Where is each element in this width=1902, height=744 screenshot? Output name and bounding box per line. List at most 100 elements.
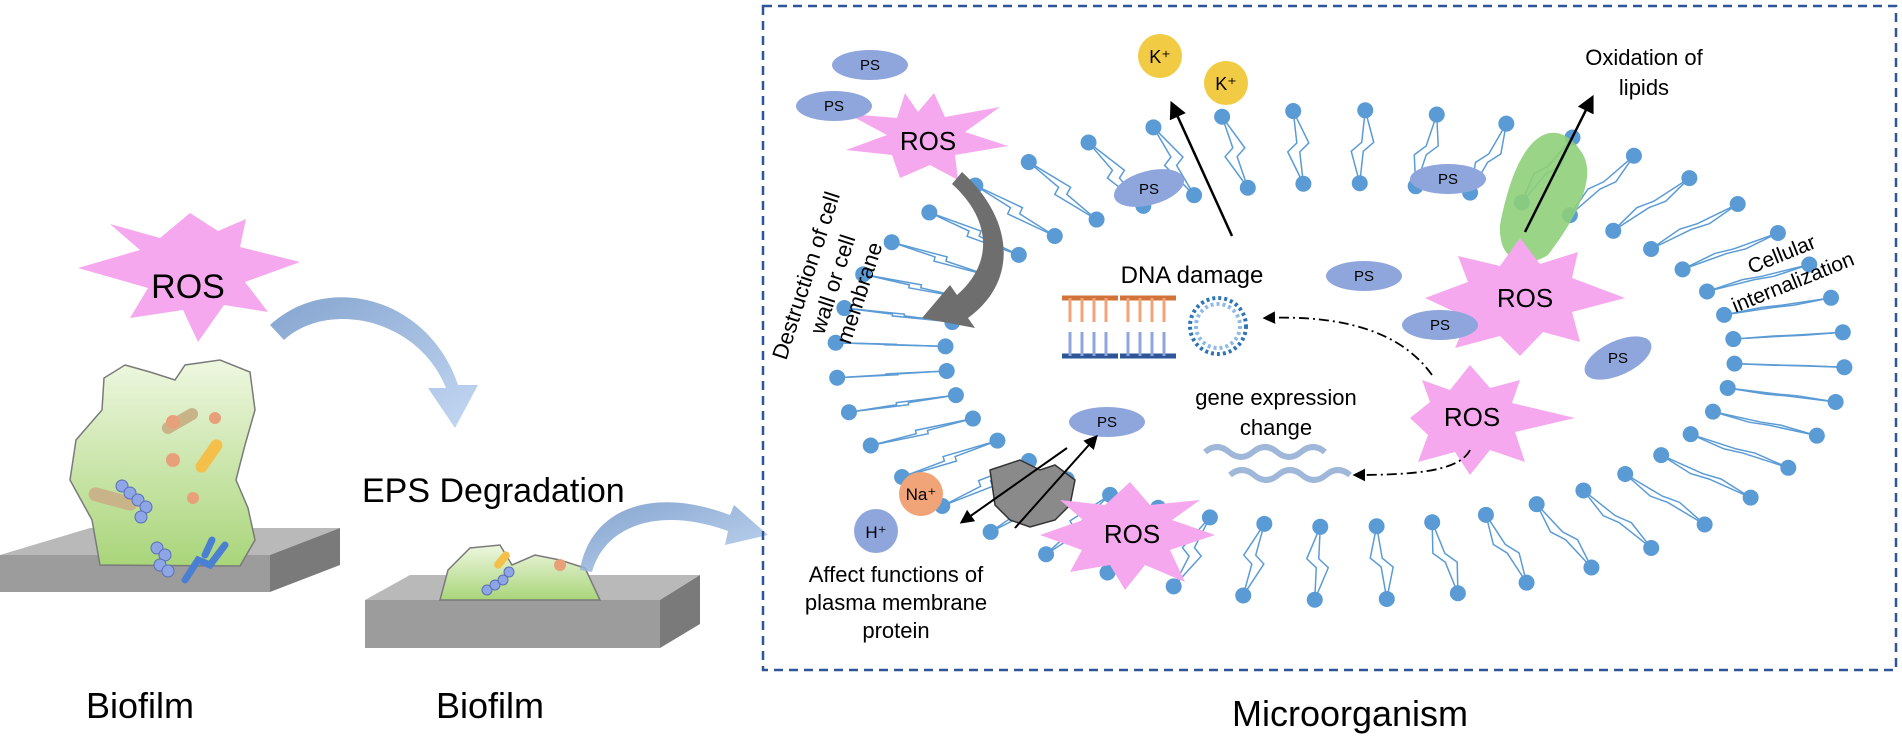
lipid-molecule — [862, 410, 981, 454]
ros-label-bottom: ROS — [1104, 519, 1160, 549]
ps-particle: PS — [1410, 164, 1486, 194]
microorganism-title: Microorganism — [1232, 693, 1468, 734]
ros-burst-bottom: ROS — [1040, 482, 1215, 590]
lipid-head-inner — [1653, 447, 1670, 464]
lipid-head-outer — [1729, 196, 1746, 213]
ps-particle: PS — [1584, 336, 1652, 380]
lipid-head-outer — [840, 404, 857, 421]
biofilm-matrix-1 — [69, 359, 256, 567]
lipid-head-inner — [1201, 509, 1218, 526]
svg-text:Na⁺: Na⁺ — [906, 485, 937, 504]
lipid-molecule — [1020, 154, 1105, 228]
lipid-head-outer — [883, 234, 900, 251]
lipid-head-inner — [947, 387, 964, 404]
lipid-head-outer — [1836, 359, 1853, 376]
svg-text:PS: PS — [1430, 317, 1450, 334]
lipid-molecule — [1285, 103, 1312, 192]
lipid-head-outer — [921, 204, 938, 221]
ps-particle: PS — [1326, 261, 1402, 291]
lipid-molecule — [1214, 108, 1256, 196]
lipid-head-outer — [855, 266, 872, 283]
lipid-head-outer — [1769, 225, 1786, 242]
lipid-head-inner — [1719, 379, 1736, 396]
lipid-head-inner — [1351, 175, 1368, 192]
ps-particle: PS — [796, 91, 872, 121]
biofilm-label-1: Biofilm — [86, 685, 194, 726]
mrna-strands — [1203, 444, 1352, 483]
lipid-molecule — [967, 177, 1063, 245]
lipid-head-outer — [1099, 564, 1116, 581]
lipid-head-outer — [1742, 489, 1759, 506]
lipid-molecule — [1350, 102, 1375, 192]
ros-burst-top-left: ROS — [846, 93, 1008, 180]
lipid-head-inner — [1674, 261, 1691, 278]
lipid-head-inner — [1256, 515, 1273, 532]
na-ion: Na⁺ — [899, 472, 943, 516]
lipid-molecule — [1575, 482, 1660, 556]
ps-internalization-arrow — [1014, 434, 1098, 529]
lipid-molecule — [1716, 289, 1840, 323]
h-ion: H⁺ — [854, 509, 898, 553]
affect-functions-label-2: plasma membrane — [805, 590, 987, 615]
svg-text:PS: PS — [1354, 268, 1374, 285]
k-ion: K⁺ — [1138, 34, 1182, 78]
svg-text:PS: PS — [1139, 181, 1159, 198]
k-ion: K⁺ — [1204, 61, 1248, 105]
lipid-molecule — [1145, 119, 1203, 204]
ros-label-top-left: ROS — [900, 126, 956, 156]
lipid-head-inner — [1239, 179, 1256, 196]
ps-particle: PS — [1113, 169, 1185, 207]
ros-burst-center-right: ROS — [1410, 365, 1575, 475]
destruction-arrow — [922, 172, 1004, 328]
biofilm-label-2: Biofilm — [436, 685, 544, 726]
lipid-head-outer — [1681, 170, 1698, 187]
lipid-head-inner — [1704, 403, 1721, 420]
lipid-head-inner — [1424, 514, 1441, 531]
lipid-molecule — [1605, 170, 1698, 239]
lipid-head-outer — [1165, 578, 1182, 595]
lipid-head-inner — [1186, 187, 1203, 204]
ros-burst-left: ROS — [78, 213, 300, 342]
cell-membrane — [827, 102, 1853, 608]
oxidation-label-2: lipids — [1619, 75, 1669, 100]
lipid-head-outer — [982, 523, 999, 540]
lipid-head-outer — [1827, 393, 1844, 410]
lipid-head-inner — [1046, 228, 1063, 245]
gene-expression-label-2: change — [1240, 415, 1312, 440]
lipid-head-outer — [1449, 585, 1466, 602]
lipid-head-outer — [1834, 324, 1851, 341]
lipid-head-outer — [1306, 591, 1323, 608]
ros-dna-arrow — [1262, 311, 1433, 376]
lipid-head-outer — [1808, 427, 1825, 444]
svg-text:PS: PS — [1438, 171, 1458, 188]
lipid-molecule — [1617, 465, 1713, 533]
lipid-head-inner — [964, 410, 981, 427]
gene-expression-label-1: gene expression — [1195, 385, 1356, 410]
curved-arrow-ros-to-eps — [270, 297, 478, 428]
biofilm-matrix-2 — [439, 544, 602, 601]
biofilm-small: Biofilm — [365, 544, 700, 726]
k-efflux-arrow — [1169, 100, 1234, 237]
lipid-head-inner — [1643, 241, 1660, 258]
lipid-head-inner — [1716, 306, 1733, 323]
lipid-head-inner — [1682, 426, 1699, 443]
eps-degradation-label: EPS Degradation — [362, 472, 625, 510]
svg-text:H⁺: H⁺ — [865, 523, 886, 542]
lipid-molecule — [1653, 447, 1759, 506]
lipid-molecule — [829, 362, 955, 386]
lipid-head-outer — [1696, 516, 1713, 533]
dna-strands — [1062, 295, 1176, 359]
ros-label-center-right: ROS — [1444, 402, 1500, 432]
left-panel: ROS Biofilm EPS Degradat — [0, 213, 768, 726]
destruction-label: Destruction of cell wall or cell membran… — [767, 189, 887, 363]
lipid-molecule — [1528, 496, 1600, 576]
oxidation-label-1: Oxidation of — [1585, 45, 1703, 70]
lipid-head-inner — [1010, 246, 1027, 263]
lipid-head-outer — [1038, 546, 1055, 563]
svg-text:PS: PS — [1608, 350, 1628, 367]
lipid-head-outer — [836, 300, 853, 317]
lipid-head-outer — [1285, 103, 1302, 120]
lipid-head-outer — [1214, 108, 1231, 125]
lipid-head-outer — [1145, 119, 1162, 136]
lipid-head-inner — [937, 338, 954, 355]
